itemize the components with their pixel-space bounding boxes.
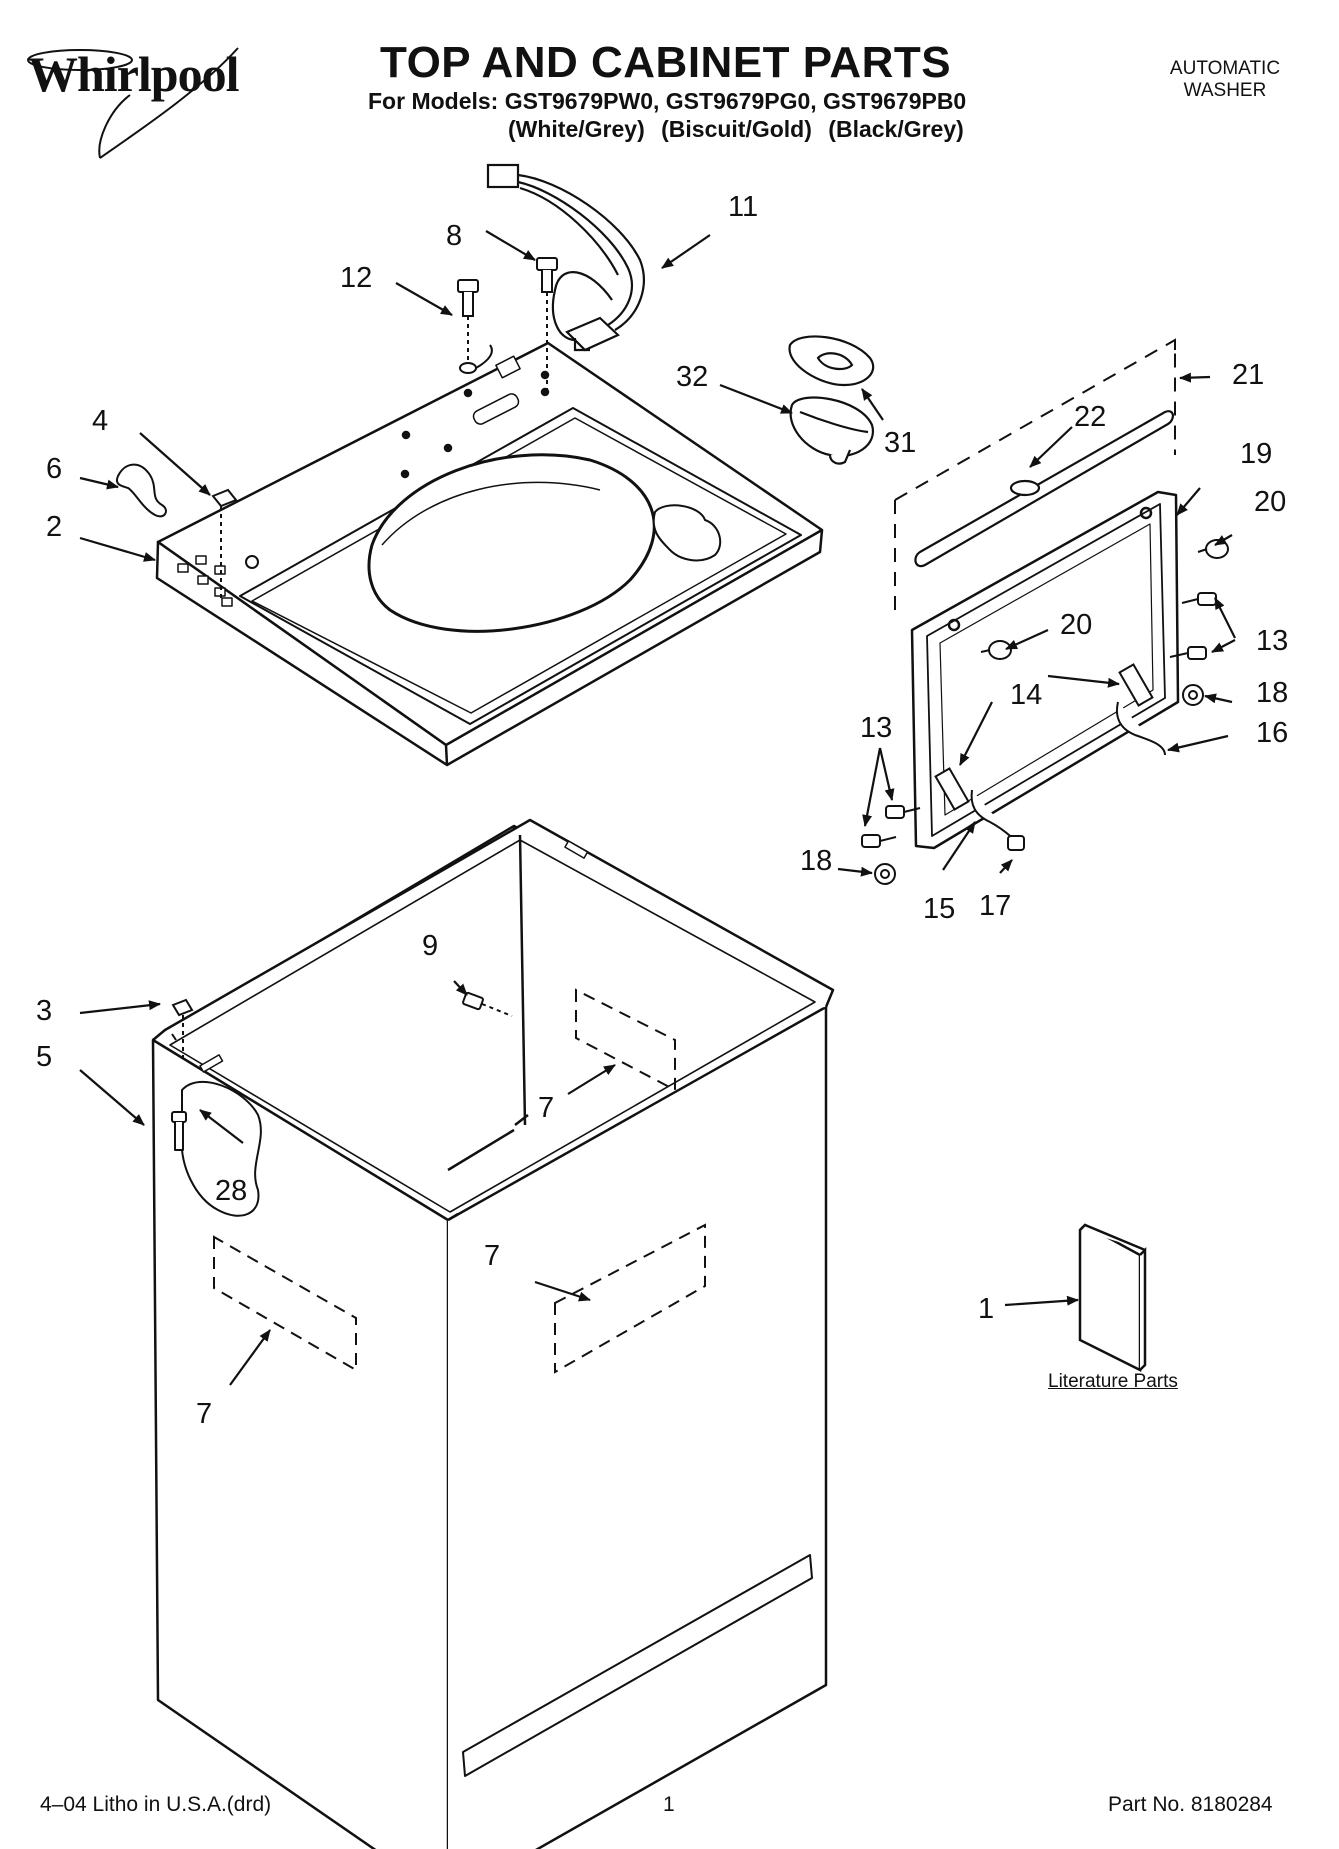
- callout-8: 8: [446, 220, 462, 252]
- callout-16: 16: [1256, 717, 1288, 749]
- callout-7a: 7: [538, 1092, 554, 1124]
- part-number: Part No. 8180284: [1108, 1793, 1273, 1816]
- callout-7b: 7: [484, 1240, 500, 1272]
- clip-4-icon: [211, 488, 238, 600]
- callout-7c: 7: [196, 1398, 212, 1430]
- product-type: AUTOMATIC WASHER: [1169, 58, 1281, 101]
- brand-logo: Whirlpool: [28, 46, 239, 102]
- wire-harness: [486, 163, 645, 352]
- screw-13-icon: [1181, 592, 1217, 606]
- callout-arrows: [79, 230, 1236, 1386]
- models-line: For Models: GST9679PW0, GST9679PG0, GST9…: [368, 88, 967, 114]
- top-panel: [155, 341, 824, 767]
- lid-fasteners: [861, 539, 1229, 885]
- page-title: TOP AND CABINET PARTS: [380, 38, 952, 87]
- callout-15: 15: [923, 893, 955, 925]
- screw-28-icon: [171, 1111, 187, 1151]
- screw-13-icon: [861, 834, 897, 848]
- callout-19: 19: [1240, 438, 1272, 470]
- callout-18a: 18: [1256, 677, 1288, 709]
- callout-12: 12: [340, 262, 372, 294]
- clip-6-icon: [116, 463, 167, 518]
- color-white-grey: (White/Grey): [508, 116, 645, 142]
- lid-frame: [910, 490, 1180, 850]
- callout-20b: 20: [1060, 609, 1092, 641]
- literature-booklet-icon: [1078, 1223, 1147, 1373]
- callout-14a: 14: [1010, 679, 1042, 711]
- cabinet: [151, 818, 835, 1849]
- color-black-grey: (Black/Grey): [828, 116, 964, 142]
- page-number: 1: [663, 1793, 675, 1816]
- lid-handle-22: [914, 410, 1174, 568]
- screw-9-icon: [462, 991, 513, 1017]
- callout-17: 17: [979, 890, 1011, 922]
- color-biscuit-gold: (Biscuit/Gold): [661, 116, 812, 142]
- callout-21: 21: [1232, 359, 1264, 391]
- callout-13b: 13: [860, 712, 892, 744]
- screw-8-icon: [536, 257, 558, 395]
- callout-31: 31: [884, 427, 916, 459]
- model-colors: (White/Grey) (Biscuit/Gold) (Black/Grey): [508, 116, 974, 143]
- callout-20a: 20: [1254, 486, 1286, 518]
- bumper-18-icon: [874, 863, 896, 885]
- screw-12-icon: [457, 279, 493, 374]
- bumper-20-icon: [1197, 539, 1229, 559]
- callout-3: 3: [36, 995, 52, 1027]
- callout-22: 22: [1074, 401, 1106, 433]
- callout-1: 1: [978, 1293, 994, 1325]
- callout-13a: 13: [1256, 625, 1288, 657]
- bleach-dispenser-icon: [788, 335, 875, 465]
- brand-swoosh-icon: [27, 47, 239, 159]
- callout-numbers: 2 4 6 8 12 11 32 31 21 22 19 20 20 13 14…: [36, 191, 1288, 1430]
- callout-11: 11: [728, 191, 758, 223]
- bumper-20-icon: [980, 640, 1012, 660]
- nut-17-icon: [1007, 835, 1025, 851]
- hinge-parts: [934, 663, 1166, 841]
- screw-13-icon: [885, 805, 921, 819]
- callout-28: 28: [215, 1175, 247, 1207]
- lid-assembly-outline: [894, 338, 1176, 610]
- callout-32: 32: [676, 361, 708, 393]
- callout-2: 2: [46, 511, 62, 543]
- label-areas: [213, 988, 706, 1374]
- litho-note: 4–04 Litho in U.S.A.(drd): [40, 1793, 272, 1816]
- literature-parts-label: Literature Parts: [1048, 1371, 1178, 1392]
- callout-4: 4: [92, 405, 108, 437]
- callout-5: 5: [36, 1041, 52, 1073]
- screw-13-icon: [1169, 646, 1207, 660]
- callout-9: 9: [422, 930, 438, 962]
- callout-6: 6: [46, 453, 62, 485]
- callout-18b: 18: [800, 845, 832, 877]
- bumper-18-icon: [1182, 684, 1204, 706]
- clip-3-icon: [171, 998, 194, 1060]
